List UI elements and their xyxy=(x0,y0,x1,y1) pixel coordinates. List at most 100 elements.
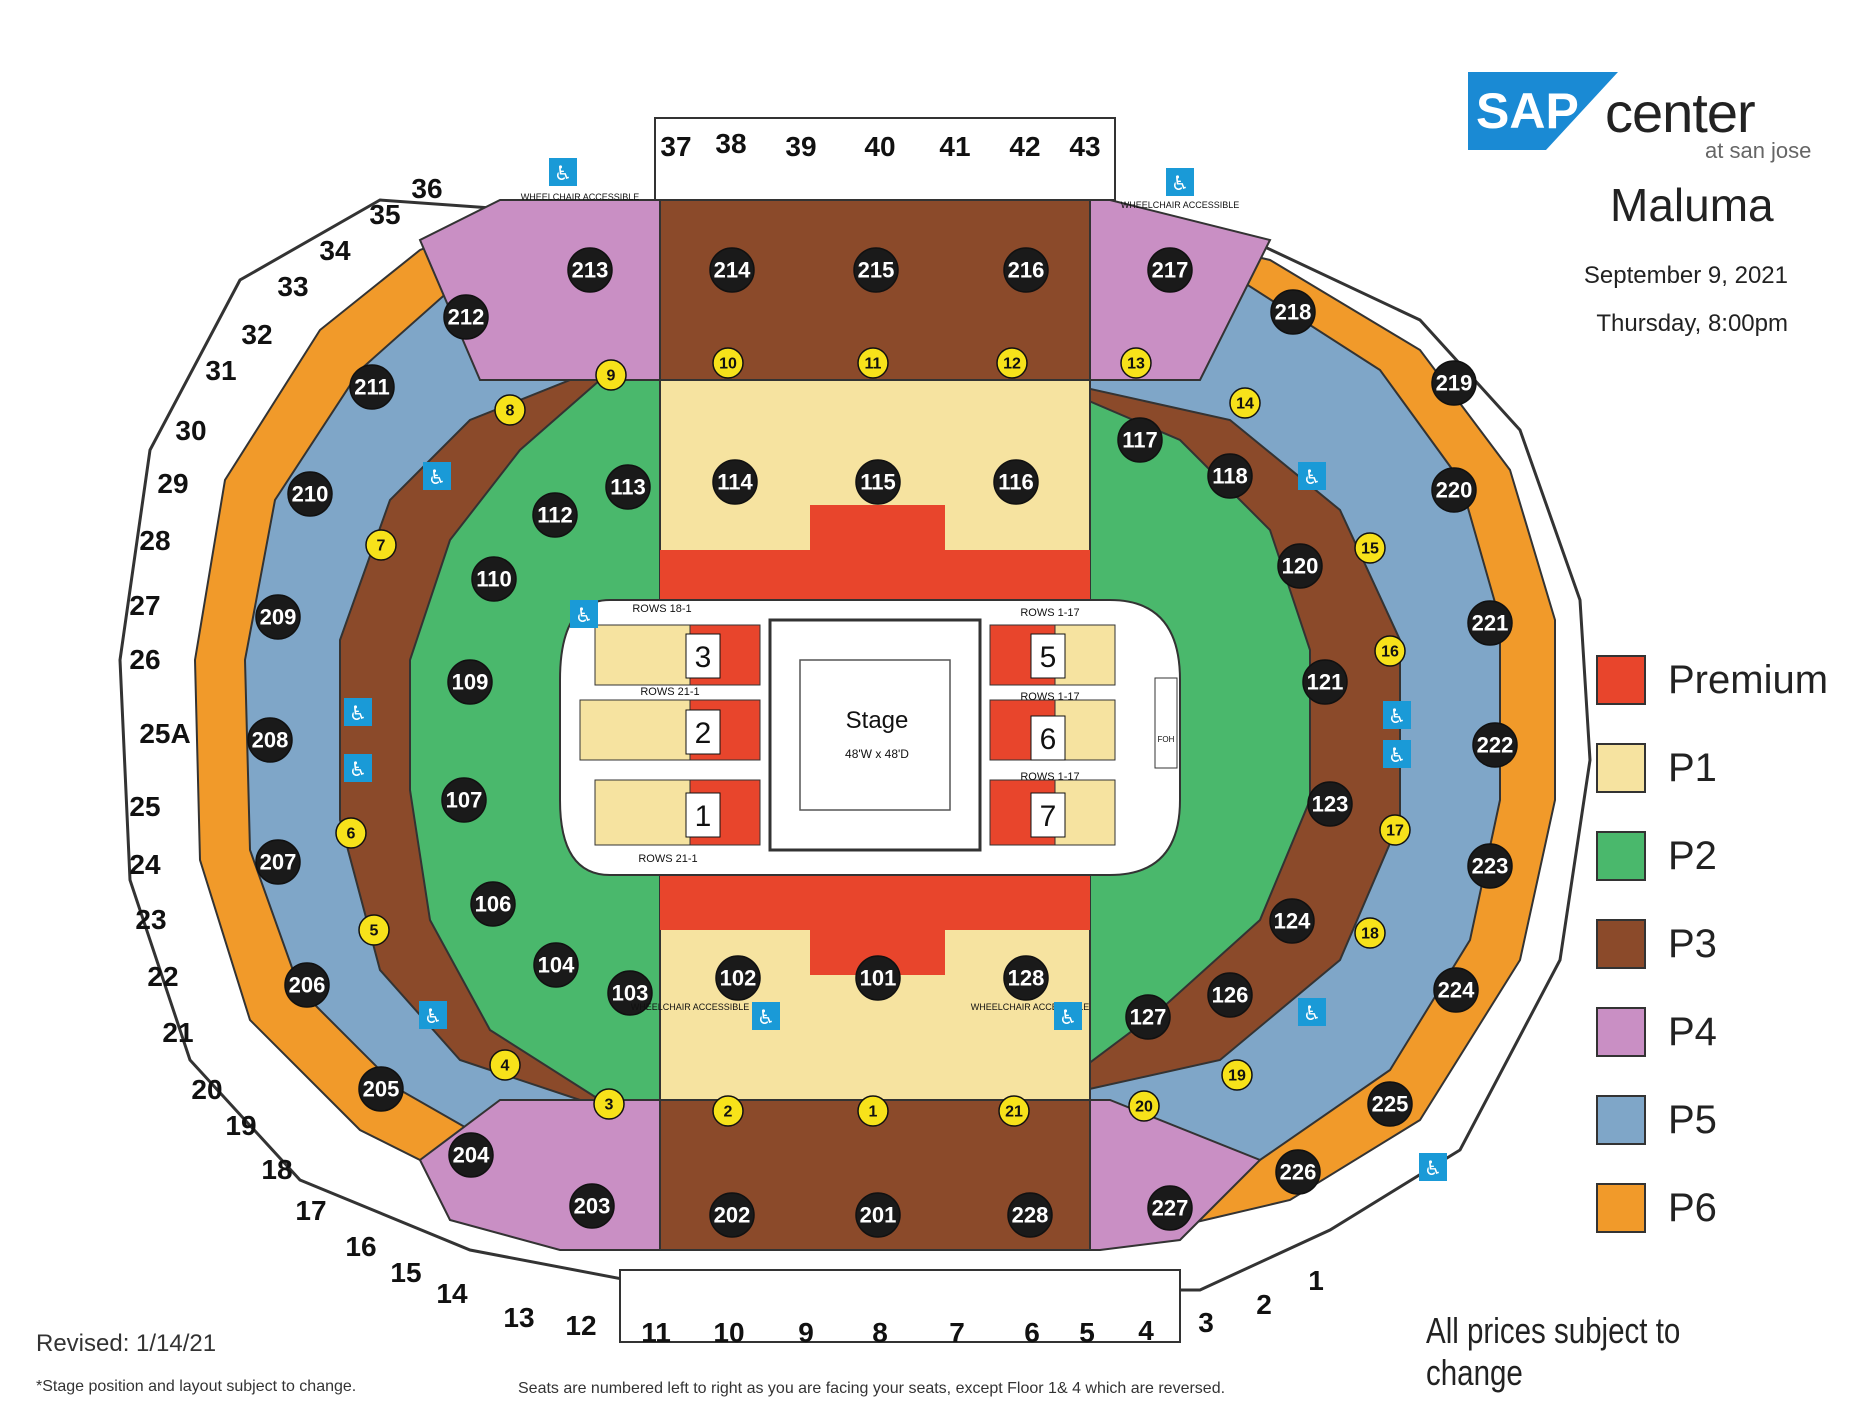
section-114[interactable]: 114 xyxy=(712,459,758,505)
suite-38[interactable]: 38 xyxy=(715,128,746,159)
aisle-4[interactable]: 4 xyxy=(489,1049,521,1081)
suite-11[interactable]: 11 xyxy=(641,1317,671,1348)
floor-section-2[interactable]: 2 xyxy=(685,709,721,755)
suite-33[interactable]: 33 xyxy=(277,271,308,302)
floor-section-7[interactable]: 7 xyxy=(1030,792,1066,838)
suite-20[interactable]: 20 xyxy=(191,1074,222,1105)
suite-17[interactable]: 17 xyxy=(295,1195,326,1226)
aisle-10[interactable]: 10 xyxy=(712,347,744,379)
section-224[interactable]: 224 xyxy=(1433,967,1479,1013)
section-109[interactable]: 109 xyxy=(447,659,493,705)
section-113[interactable]: 113 xyxy=(605,464,651,510)
suite-34[interactable]: 34 xyxy=(319,235,351,266)
section-102[interactable]: 102 xyxy=(715,955,761,1001)
suite-3[interactable]: 3 xyxy=(1198,1307,1214,1338)
section-116[interactable]: 116 xyxy=(993,459,1039,505)
aisle-3[interactable]: 3 xyxy=(593,1088,625,1120)
aisle-8[interactable]: 8 xyxy=(494,394,526,426)
suite-42[interactable]: 42 xyxy=(1009,131,1040,162)
suite-43[interactable]: 43 xyxy=(1069,131,1100,162)
suite-15[interactable]: 15 xyxy=(390,1257,421,1288)
aisle-7[interactable]: 7 xyxy=(365,529,397,561)
section-106[interactable]: 106 xyxy=(470,881,516,927)
suite-14[interactable]: 14 xyxy=(436,1278,468,1309)
section-207[interactable]: 207 xyxy=(255,839,301,885)
suite-40[interactable]: 40 xyxy=(864,131,895,162)
suite-10[interactable]: 10 xyxy=(713,1317,744,1348)
floor-section-6[interactable]: 6 xyxy=(1030,715,1066,761)
suite-32[interactable]: 32 xyxy=(241,319,272,350)
section-110[interactable]: 110 xyxy=(471,556,517,602)
section-120[interactable]: 120 xyxy=(1277,543,1323,589)
section-221[interactable]: 221 xyxy=(1467,600,1513,646)
section-209[interactable]: 209 xyxy=(255,594,301,640)
section-118[interactable]: 118 xyxy=(1207,453,1253,499)
suite-31[interactable]: 31 xyxy=(205,355,236,386)
suite-21[interactable]: 21 xyxy=(162,1017,193,1048)
section-227[interactable]: 227 xyxy=(1147,1185,1193,1231)
section-117[interactable]: 117 xyxy=(1117,417,1163,463)
section-212[interactable]: 212 xyxy=(443,294,489,340)
section-202[interactable]: 202 xyxy=(709,1192,755,1238)
section-214[interactable]: 214 xyxy=(709,247,755,293)
section-124[interactable]: 124 xyxy=(1269,898,1315,944)
suite-18[interactable]: 18 xyxy=(261,1154,292,1185)
aisle-21[interactable]: 21 xyxy=(998,1095,1030,1127)
section-126[interactable]: 126 xyxy=(1207,972,1253,1018)
aisle-13[interactable]: 13 xyxy=(1120,347,1152,379)
section-112[interactable]: 112 xyxy=(532,492,578,538)
section-228[interactable]: 228 xyxy=(1007,1192,1053,1238)
suite-23[interactable]: 23 xyxy=(135,904,166,935)
aisle-18[interactable]: 18 xyxy=(1354,917,1386,949)
suite-6[interactable]: 6 xyxy=(1024,1317,1040,1348)
floor-section-5[interactable]: 5 xyxy=(1030,633,1066,679)
section-218[interactable]: 218 xyxy=(1270,289,1316,335)
section-121[interactable]: 121 xyxy=(1302,659,1348,705)
aisle-6[interactable]: 6 xyxy=(335,817,367,849)
suite-22[interactable]: 22 xyxy=(147,961,178,992)
suite-29[interactable]: 29 xyxy=(157,468,188,499)
section-213[interactable]: 213 xyxy=(567,247,613,293)
section-128[interactable]: 128 xyxy=(1003,955,1049,1001)
section-226[interactable]: 226 xyxy=(1275,1149,1321,1195)
aisle-16[interactable]: 16 xyxy=(1374,635,1406,667)
section-203[interactable]: 203 xyxy=(569,1183,615,1229)
suite-28[interactable]: 28 xyxy=(139,525,170,556)
suite-37[interactable]: 37 xyxy=(660,131,691,162)
section-225[interactable]: 225 xyxy=(1367,1081,1413,1127)
suite-35[interactable]: 35 xyxy=(369,199,400,230)
section-127[interactable]: 127 xyxy=(1125,994,1171,1040)
floor-section-3[interactable]: 3 xyxy=(685,633,721,679)
suite-24[interactable]: 24 xyxy=(129,849,161,880)
aisle-12[interactable]: 12 xyxy=(996,347,1028,379)
section-220[interactable]: 220 xyxy=(1431,467,1477,513)
suite-9[interactable]: 9 xyxy=(798,1317,814,1348)
suite-30[interactable]: 30 xyxy=(175,415,206,446)
suite-39[interactable]: 39 xyxy=(785,131,816,162)
section-101[interactable]: 101 xyxy=(855,955,901,1001)
suite-8[interactable]: 8 xyxy=(872,1317,888,1348)
section-206[interactable]: 206 xyxy=(284,962,330,1008)
section-201[interactable]: 201 xyxy=(855,1192,901,1238)
floor-section-1[interactable]: 1 xyxy=(685,792,721,838)
section-222[interactable]: 222 xyxy=(1472,722,1518,768)
section-217[interactable]: 217 xyxy=(1147,247,1193,293)
suite-4[interactable]: 4 xyxy=(1138,1315,1154,1346)
suite-1[interactable]: 1 xyxy=(1308,1265,1324,1296)
suite-7[interactable]: 7 xyxy=(949,1317,965,1348)
aisle-14[interactable]: 14 xyxy=(1229,387,1261,419)
section-210[interactable]: 210 xyxy=(287,471,333,517)
section-219[interactable]: 219 xyxy=(1431,360,1477,406)
suite-12[interactable]: 12 xyxy=(565,1310,596,1341)
suite-2[interactable]: 2 xyxy=(1256,1289,1272,1320)
section-204[interactable]: 204 xyxy=(448,1132,494,1178)
section-115[interactable]: 115 xyxy=(855,459,901,505)
suite-25[interactable]: 25 xyxy=(129,791,160,822)
suite-16[interactable]: 16 xyxy=(345,1231,376,1262)
section-223[interactable]: 223 xyxy=(1467,843,1513,889)
section-104[interactable]: 104 xyxy=(533,942,579,988)
aisle-15[interactable]: 15 xyxy=(1354,532,1386,564)
aisle-19[interactable]: 19 xyxy=(1221,1059,1253,1091)
suite-41[interactable]: 41 xyxy=(939,131,970,162)
section-208[interactable]: 208 xyxy=(247,717,293,763)
